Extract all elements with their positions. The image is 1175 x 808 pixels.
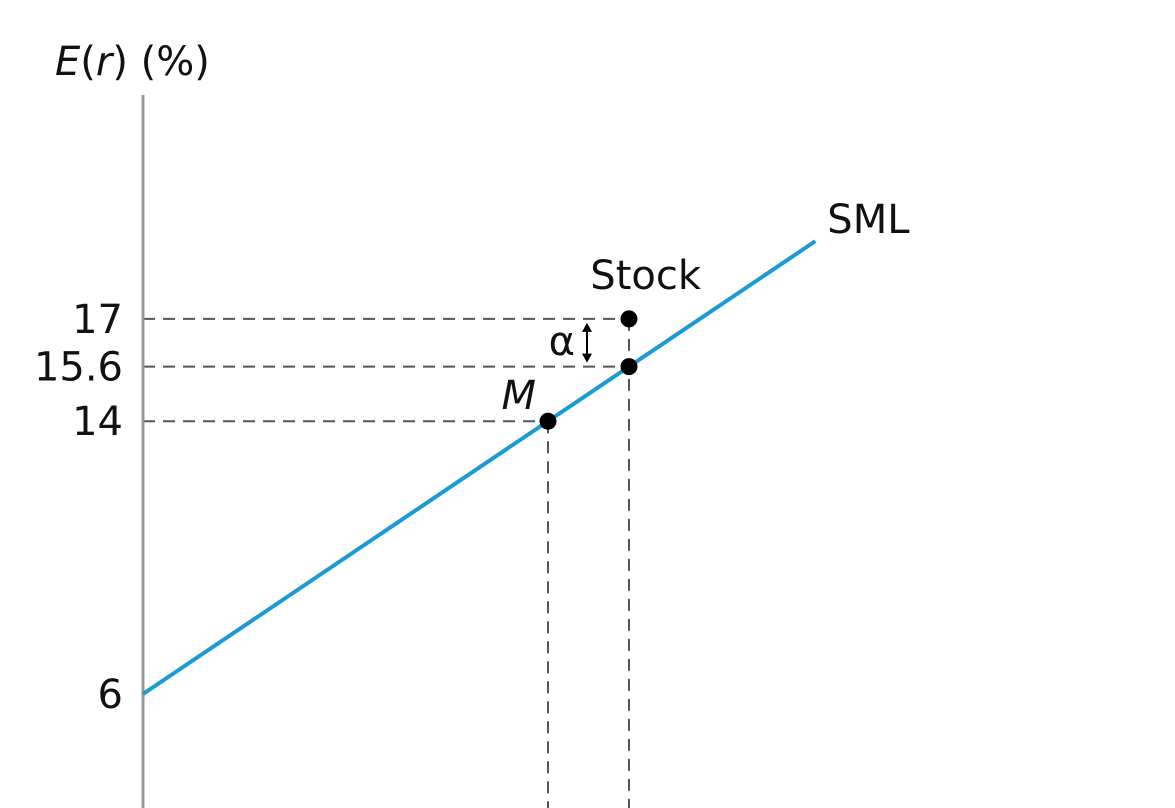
series-line-sml: [141, 239, 817, 696]
point-label-m: M: [501, 373, 536, 419]
y-axis-label-r: r: [96, 39, 115, 85]
alpha-annotation: α: [549, 319, 592, 365]
y-axis-label-unit: (%): [141, 39, 210, 85]
y-tick-label-0: 17: [72, 297, 123, 343]
series-group: SML: [141, 197, 910, 696]
data-points: M Stock: [501, 253, 702, 430]
y-tick-label-2: 14: [72, 399, 123, 445]
data-point-2: [620, 358, 638, 376]
alpha-arrow-head-down: [582, 353, 592, 363]
alpha-arrow-head-up: [582, 322, 592, 332]
y-tick-label-1: 15.6: [34, 345, 123, 391]
data-point-1: [620, 310, 638, 328]
series-label-sml: SML: [827, 197, 910, 243]
y-axis-label-e: E: [55, 39, 81, 85]
data-point-0: [539, 412, 557, 430]
point-label-stock: Stock: [590, 253, 702, 299]
guide-lines: [143, 317, 630, 808]
alpha-label: α: [549, 319, 575, 365]
y-axis-label: E(r) (%): [55, 39, 210, 85]
y-tick-label-3: 6: [98, 672, 123, 718]
